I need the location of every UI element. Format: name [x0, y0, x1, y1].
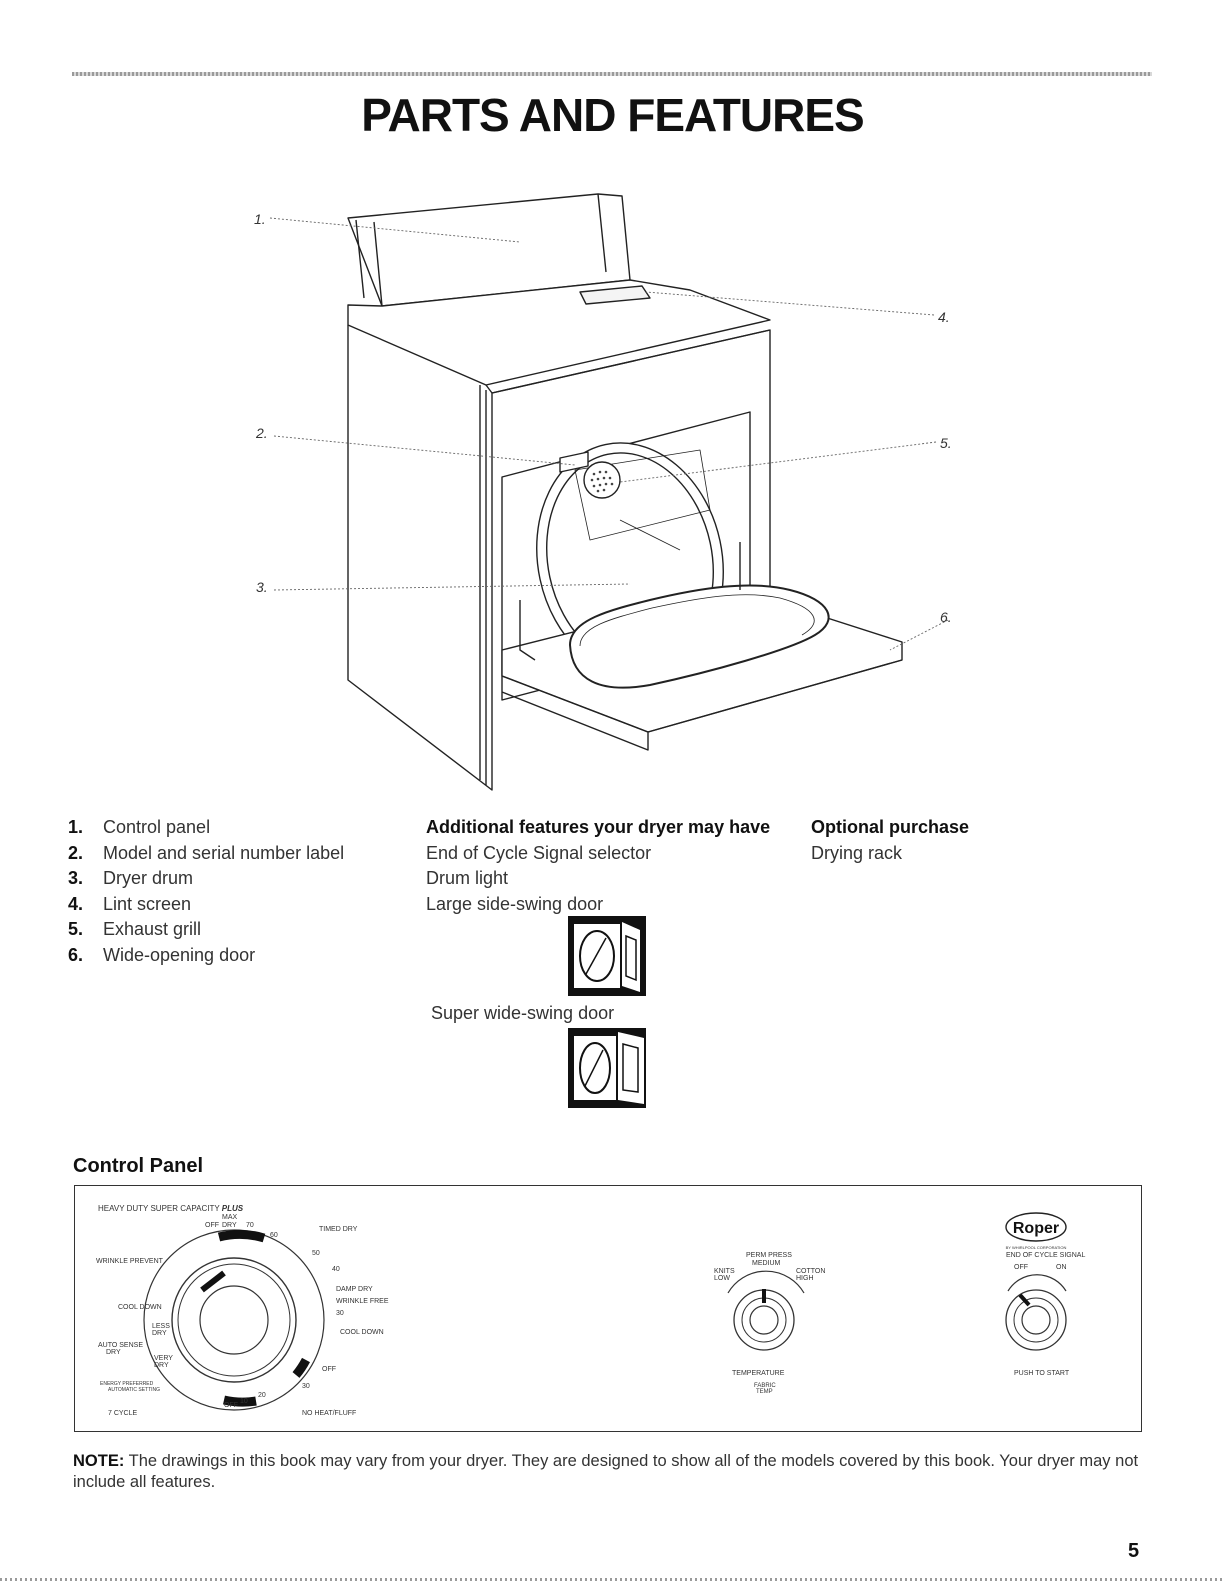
svg-text:LESS: LESS: [152, 1323, 170, 1330]
svg-text:50: 50: [312, 1250, 320, 1257]
svg-text:ON: ON: [1056, 1264, 1067, 1271]
svg-text:BY WHIRLPOOL CORPORATION: BY WHIRLPOOL CORPORATION: [1006, 1245, 1067, 1250]
svg-text:MAX: MAX: [222, 1214, 238, 1221]
svg-text:OFF: OFF: [205, 1222, 219, 1229]
parts-list: 1.Control panel 2.Model and serial numbe…: [68, 815, 344, 968]
svg-text:WRINKLE PREVENT: WRINKLE PREVENT: [96, 1258, 164, 1265]
super-wide-swing-door-icon: [568, 1028, 646, 1108]
note-label: NOTE:: [73, 1452, 125, 1470]
model-name: HEAVY DUTY SUPER CAPACITY: [98, 1204, 220, 1213]
side-swing-door-icon: [568, 916, 646, 996]
optional-item: Drying rack: [811, 842, 903, 863]
end-of-cycle-signal-knob[interactable]: [1005, 1274, 1067, 1351]
feature-item: End of Cycle Signal selector: [426, 842, 652, 863]
svg-text:70: 70: [246, 1222, 254, 1229]
svg-text:60: 60: [270, 1232, 278, 1239]
page-title: PARTS AND FEATURES: [361, 89, 865, 141]
svg-text:HEAVY DUTY SUPER CAPACITY PLUS: HEAVY DUTY SUPER CAPACITY PLUS: [98, 1204, 244, 1213]
svg-text:TIMED DRY: TIMED DRY: [319, 1226, 358, 1233]
svg-text:DRY: DRY: [152, 1330, 167, 1337]
svg-text:AUTO SENSE: AUTO SENSE: [98, 1342, 143, 1349]
callout-6: 6.: [940, 609, 952, 625]
svg-text:Roper: Roper: [1013, 1220, 1059, 1237]
note-paragraph: NOTE: The drawings in this book may vary…: [73, 1451, 1153, 1493]
svg-text:DRY: DRY: [106, 1349, 121, 1356]
additional-features: Additional features your dryer may have …: [426, 815, 770, 917]
control-panel-frame: [74, 1185, 1142, 1432]
svg-text:COOL DOWN: COOL DOWN: [118, 1304, 162, 1311]
svg-text:HIGH: HIGH: [796, 1275, 814, 1282]
svg-text:OFF: OFF: [1014, 1264, 1028, 1271]
control-panel-drawing: HEAVY DUTY SUPER CAPACITY PLUS MAX OFF D…: [96, 1204, 1085, 1417]
svg-text:40: 40: [332, 1266, 340, 1273]
svg-text:30: 30: [336, 1310, 344, 1317]
svg-text:COOL DOWN: COOL DOWN: [340, 1329, 384, 1336]
optional-purchase-heading: Optional purchase: [811, 817, 970, 837]
svg-text:DAMP DRY: DAMP DRY: [336, 1286, 373, 1293]
callout-3: 3.: [256, 579, 268, 595]
svg-text:WRINKLE FREE: WRINKLE FREE: [336, 1298, 389, 1305]
svg-text:PERM PRESS: PERM PRESS: [746, 1252, 792, 1259]
bottom-rule: [0, 1578, 1225, 1581]
signal-labels: END OF CYCLE SIGNAL OFF ON PUSH TO START: [1006, 1252, 1085, 1377]
parts-list-item: 1.Control panel: [68, 817, 211, 837]
note-text: The drawings in this book may vary from …: [73, 1452, 1139, 1491]
super-wide-swing-door-label: Super wide-swing door: [431, 1003, 615, 1023]
svg-text:PUSH TO START: PUSH TO START: [1014, 1370, 1070, 1377]
temperature-knob[interactable]: [727, 1270, 805, 1351]
svg-text:OFF: OFF: [224, 1402, 238, 1409]
svg-text:END OF CYCLE SIGNAL: END OF CYCLE SIGNAL: [1006, 1252, 1085, 1259]
feature-item: Large side-swing door: [426, 893, 604, 914]
roper-logo: Roper BY WHIRLPOOL CORPORATION: [1005, 1212, 1067, 1250]
svg-text:DRY: DRY: [222, 1222, 237, 1229]
control-panel-heading: Control Panel: [73, 1155, 204, 1177]
svg-text:OFF: OFF: [322, 1366, 336, 1373]
svg-text:FABRIC: FABRIC: [754, 1383, 776, 1389]
parts-list-item: 5.Exhaust grill: [68, 919, 202, 939]
svg-text:NO HEAT/FLUFF: NO HEAT/FLUFF: [302, 1410, 356, 1417]
additional-features-heading: Additional features your dryer may have: [426, 817, 771, 837]
svg-text:20: 20: [258, 1392, 266, 1399]
svg-text:AUTOMATIC SETTING: AUTOMATIC SETTING: [108, 1387, 160, 1393]
svg-text:COTTON: COTTON: [796, 1268, 825, 1275]
svg-text:MEDIUM: MEDIUM: [752, 1260, 781, 1267]
cycle-dial-labels: MAX OFF DRY 70 60 50 40 TIMED DRY WRINKL…: [96, 1214, 389, 1417]
svg-text:ENERGY PREFERRED: ENERGY PREFERRED: [100, 1381, 154, 1387]
callout-2: 2.: [255, 425, 268, 441]
parts-list-item: 3.Dryer drum: [68, 868, 194, 888]
svg-text:TEMP: TEMP: [756, 1389, 773, 1395]
svg-text:7 CYCLE: 7 CYCLE: [108, 1410, 138, 1417]
parts-list-item: 4.Lint screen: [68, 893, 192, 914]
svg-text:LOW: LOW: [714, 1275, 730, 1282]
parts-list-item: 6.Wide-opening door: [68, 944, 256, 965]
page-number: 5: [1128, 1540, 1140, 1562]
callout-4: 4.: [938, 309, 950, 325]
callout-1: 1.: [254, 211, 266, 227]
svg-text:30: 30: [302, 1383, 310, 1390]
svg-text:DRY: DRY: [154, 1362, 169, 1369]
svg-text:TEMPERATURE: TEMPERATURE: [732, 1370, 785, 1377]
top-rule: [72, 72, 1152, 76]
svg-text:10: 10: [240, 1398, 248, 1405]
dryer-diagram: 1. 2. 3. 4. 5. 6.: [254, 193, 952, 791]
temperature-labels: PERM PRESS MEDIUM KNITS LOW COTTON HIGH …: [714, 1252, 825, 1395]
parts-list-item: 2.Model and serial number label: [68, 842, 345, 863]
optional-purchase: Optional purchase Drying rack: [811, 815, 969, 866]
callout-5: 5.: [940, 435, 952, 451]
cycle-selector-knob[interactable]: [143, 1229, 325, 1411]
feature-item: Drum light: [426, 868, 509, 888]
svg-text:VERY: VERY: [154, 1355, 173, 1362]
model-plus: PLUS: [222, 1204, 244, 1213]
svg-text:KNITS: KNITS: [714, 1268, 735, 1275]
